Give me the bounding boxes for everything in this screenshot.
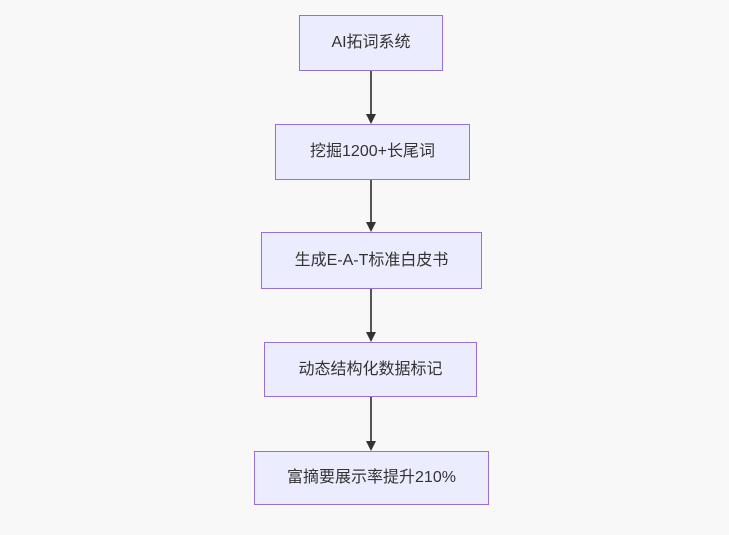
- flow-node-label: 富摘要展示率提升210%: [287, 469, 456, 486]
- flow-node-label: 动态结构化数据标记: [298, 360, 443, 378]
- flow-node-longtail-mining: 挖掘1200+长尾词: [275, 124, 470, 180]
- flow-node-label: AI拓词系统: [331, 34, 411, 51]
- flow-node-eat-whitepaper: 生成E-A-T标准白皮书: [261, 232, 482, 289]
- flow-node-rich-snippet-result: 富摘要展示率提升210%: [254, 451, 489, 505]
- arrow-head-icon: [366, 114, 376, 124]
- arrow-line: [370, 180, 372, 222]
- arrow-line: [370, 397, 372, 441]
- arrow-line: [370, 71, 372, 114]
- arrow-head-icon: [366, 441, 376, 451]
- flow-node-label: 生成E-A-T标准白皮书: [294, 251, 449, 269]
- flow-node-label: 挖掘1200+长尾词: [310, 143, 435, 160]
- arrow-head-icon: [366, 332, 376, 342]
- arrow-head-icon: [366, 222, 376, 232]
- flow-node-structured-data: 动态结构化数据标记: [264, 342, 477, 397]
- arrow-line: [370, 289, 372, 332]
- flow-node-ai-word-system: AI拓词系统: [299, 15, 443, 71]
